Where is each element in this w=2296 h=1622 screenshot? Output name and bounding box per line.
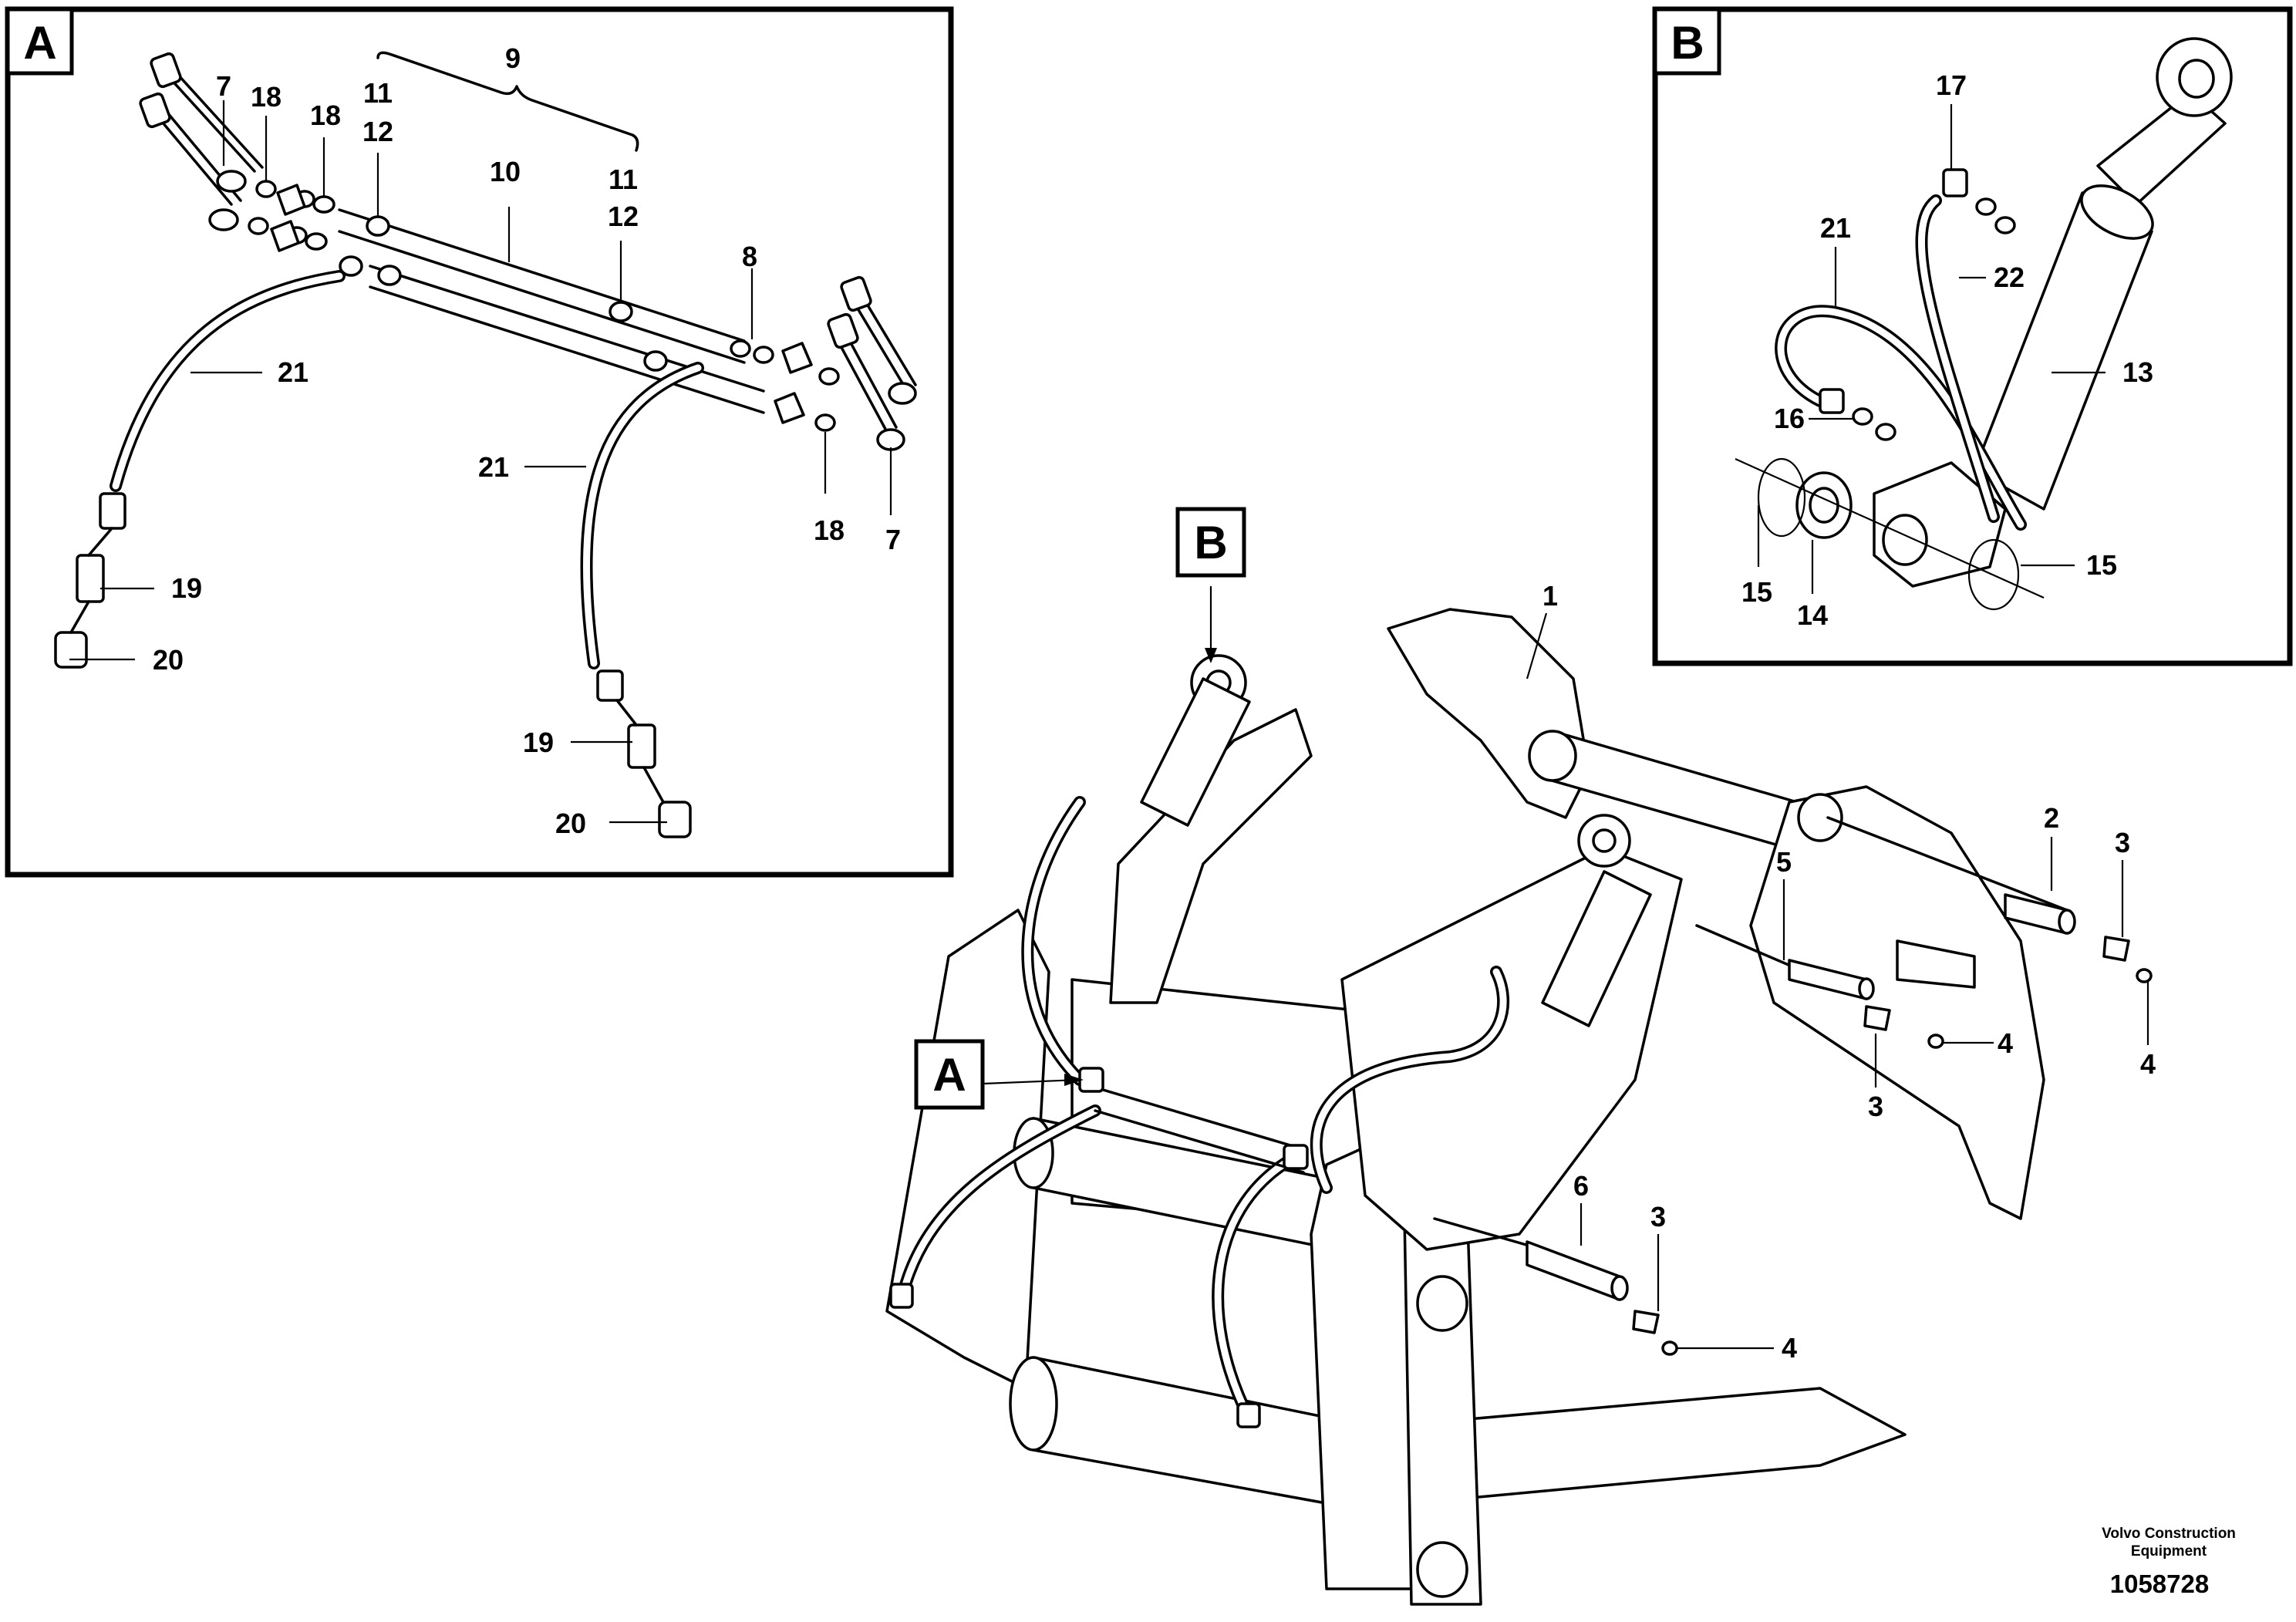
callout-8: 8 — [742, 241, 757, 272]
main-tag-a: A — [932, 1049, 966, 1101]
leader-lines-main — [983, 586, 2149, 1350]
callout-18-a: 18 — [251, 81, 282, 113]
footer: Volvo Construction Equipment 1058728 — [2102, 1526, 2236, 1598]
brace-9 — [376, 51, 639, 152]
hose-mid-a — [580, 362, 704, 838]
callout-19-left: 19 — [171, 572, 202, 604]
callout-10: 10 — [490, 156, 521, 187]
callout-7-top: 7 — [216, 70, 231, 102]
callout-16: 16 — [1774, 403, 1805, 434]
callout-3-right: 3 — [2115, 827, 2130, 858]
company-line-2: Equipment — [2131, 1543, 2207, 1560]
arm-left — [1109, 708, 1313, 1004]
callout-17: 17 — [1936, 69, 1967, 101]
leader-lines-a — [69, 100, 892, 824]
fittings-a — [139, 52, 917, 451]
callout-13: 13 — [2122, 356, 2153, 388]
cylinder-left — [1140, 677, 1251, 827]
cylinder-13 — [1873, 37, 2233, 588]
callout-3-low: 3 — [1650, 1201, 1666, 1233]
callout-4-right: 4 — [2140, 1048, 2156, 1080]
clamp-arm-right — [1749, 785, 2045, 1220]
view-b-tag-box — [1653, 7, 1721, 76]
pin-6 — [1433, 1217, 1629, 1301]
view-a-tag-box — [5, 7, 74, 76]
seal-rings-15 — [1757, 457, 2020, 611]
company-line-1: Volvo Construction — [2102, 1526, 2236, 1542]
callout-18-right: 18 — [814, 514, 845, 546]
callout-5: 5 — [1776, 846, 1792, 878]
arrow-b — [1205, 648, 1217, 663]
bracket-1 — [1387, 608, 1590, 819]
main-tag-a-box — [914, 1039, 985, 1110]
drawing-number: 1058728 — [2110, 1570, 2209, 1598]
callout-7-right: 7 — [885, 524, 901, 555]
arrow-a — [1064, 1074, 1084, 1086]
clips-3 — [1632, 936, 2130, 1334]
callout-21-left: 21 — [278, 356, 308, 388]
detail-view-b-frame — [1652, 6, 2293, 666]
pipe-assembly-a — [149, 64, 917, 433]
callout-4-mid: 4 — [1998, 1027, 2013, 1059]
detail-view-a-frame — [5, 6, 954, 878]
detail-view-a: A — [5, 6, 954, 878]
callout-12-mid: 12 — [608, 201, 639, 232]
callout-14: 14 — [1797, 599, 1828, 631]
callout-11-top: 11 — [363, 77, 393, 109]
callout-20-left: 20 — [153, 644, 184, 676]
callout-22: 22 — [1994, 261, 2025, 293]
callout-11-mid: 11 — [609, 164, 638, 195]
callout-12-top: 12 — [362, 116, 393, 147]
callout-9: 9 — [505, 42, 521, 74]
axis-line-b — [1735, 457, 2045, 599]
callout-15-right: 15 — [2086, 549, 2117, 581]
pin-2 — [1826, 816, 2076, 935]
hoses-main — [889, 796, 1510, 1428]
detail-view-b: B — [1652, 6, 2293, 666]
callout-19-mid: 19 — [523, 727, 554, 758]
hose-left-a — [54, 270, 346, 669]
pin-5 — [1695, 924, 1875, 1000]
main-tag-b-box — [1175, 507, 1246, 578]
leader-lines-b — [1757, 104, 2106, 594]
callout-21-b: 21 — [1820, 212, 1851, 244]
callout-3-mid: 3 — [1868, 1091, 1883, 1122]
hoses-b — [1775, 168, 2027, 531]
callout-21-mid: 21 — [478, 451, 509, 483]
view-a-tag: A — [23, 17, 56, 69]
callout-20-mid: 20 — [555, 808, 586, 839]
main-assembly: 1 2 3 4 5 4 3 6 3 4 B A — [885, 507, 2156, 1606]
callout-4-low: 4 — [1782, 1332, 1797, 1364]
callout-1: 1 — [1542, 580, 1558, 612]
view-b-tag: B — [1671, 17, 1704, 69]
callout-15-left: 15 — [1741, 576, 1772, 608]
main-tag-b: B — [1194, 517, 1227, 568]
callout-6: 6 — [1573, 1170, 1589, 1202]
bolts-4 — [1661, 968, 2153, 1356]
callout-2: 2 — [2044, 802, 2059, 834]
cylinder-mid — [1541, 870, 1652, 1027]
callout-18-b: 18 — [310, 99, 341, 131]
